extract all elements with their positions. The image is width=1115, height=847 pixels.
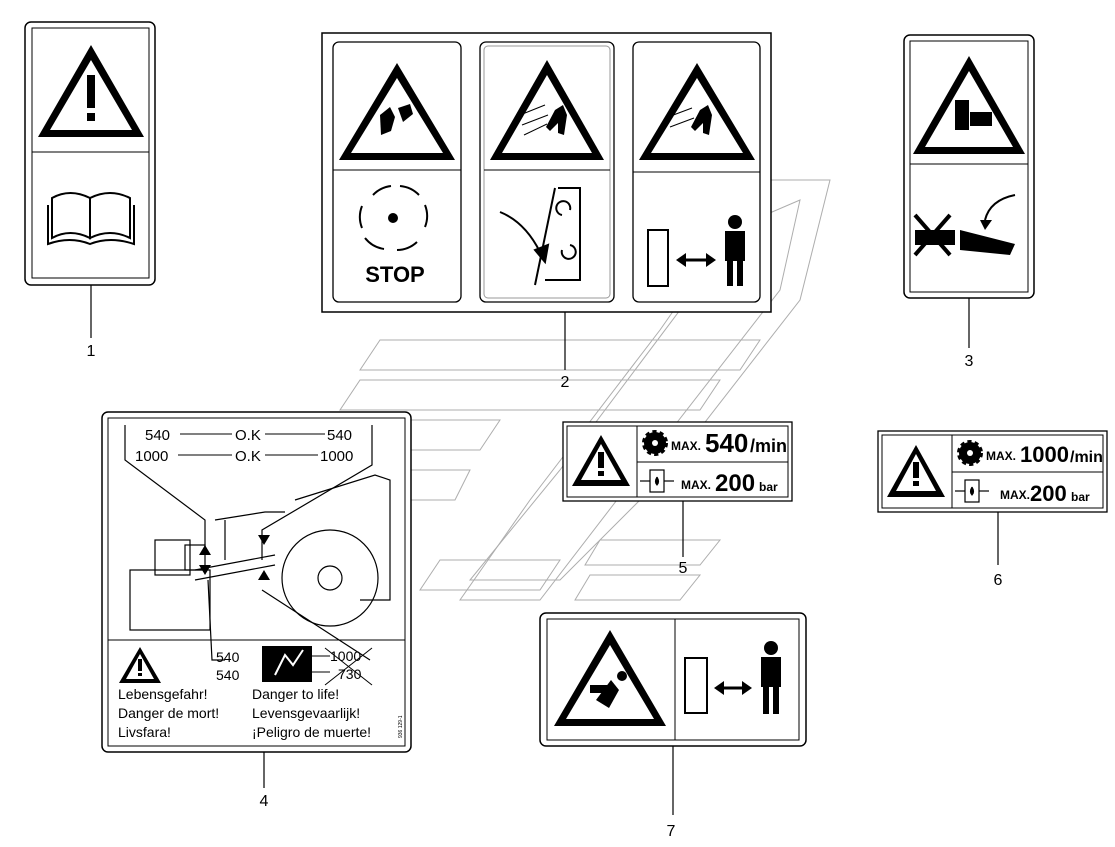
decal-4: 540 O.K 540 1000 O.K 1000 [101,411,412,810]
callout-2: 2 [561,374,570,391]
pressure-value: 200 [715,470,755,497]
pressure-value: 200 [1030,481,1067,506]
max-label: MAX. [986,449,1016,463]
max-label: MAX. [671,439,701,453]
rpm-label: 540 [216,649,240,665]
hydraulic-pressure-icon [640,469,674,493]
callout-7: 7 [667,823,676,840]
pressure-unit: bar [1071,490,1090,504]
rpm-label: 540 [327,427,352,444]
rotating-rotor-icon [358,185,429,251]
hydraulic-pressure-icon [955,479,989,503]
warning-text: Lebensgefahr! [118,686,208,702]
warning-text: ¡Peligro de muerte! [252,724,371,740]
decal-2: STOP [321,32,772,391]
callout-4: 4 [260,793,269,810]
warning-text: Danger de mort! [118,705,219,721]
tractor-pto-illustration [124,425,391,631]
callout-3: 3 [965,353,974,370]
hand-entanglement-warning-icon [339,63,455,160]
entanglement-pictogram-icon [262,646,312,682]
warning-triangle-icon [119,647,161,683]
rpm-label: 1000 [320,448,353,465]
manual-book-icon [47,192,135,246]
crushing-hand-warning-icon [913,56,1025,154]
background-watermark [339,179,831,601]
speed-value: 1000 [1020,442,1069,467]
callout-1: 1 [87,343,96,360]
safety-distance-icon [647,215,745,287]
gear-icon [642,430,668,456]
decal-6: MAX. 1000 /min MAX. 200 bar 6 [877,430,1108,589]
callout-6: 6 [994,572,1003,589]
warning-triangle-icon [38,45,144,137]
ok-label: O.K [235,427,261,444]
stop-label: STOP [365,262,425,287]
pressure-unit: bar [759,480,778,494]
rpm-label: 540 [145,427,170,444]
callout-5: 5 [679,560,688,577]
rpm-label: 1000 [135,448,168,465]
thrown-objects-warning-icon [639,63,755,160]
max-label: MAX. [681,478,711,492]
warning-triangle-icon [572,435,630,486]
decal-1: 1 [24,21,156,360]
speed-value: 540 [705,428,748,458]
safety-distance-icon [684,641,781,714]
speed-unit: /min [1070,449,1103,466]
part-code: 936 129-1 [398,715,404,738]
crossed-rpm: 1000 [330,648,361,664]
thrown-objects-warning-icon [490,60,604,160]
rpm-label: 540 [216,667,240,683]
gear-icon [957,440,983,466]
max-label: MAX. [1000,488,1030,502]
decal-5: MAX. 540 /min MAX. 200 bar 5 [562,421,793,577]
warning-text: Livsfara! [118,724,171,740]
ok-label: O.K [235,448,261,465]
warning-text: Danger to life! [252,686,339,702]
no-hands-crush-icon [913,194,1016,257]
warning-text: Levensgevaarlijk! [252,705,360,721]
decal-3: 3 [903,34,1035,370]
rotation-direction-icon [499,187,581,286]
warning-triangle-icon [887,445,945,497]
speed-unit: /min [750,436,787,456]
crushing-body-warning-icon [554,630,666,726]
decal-7: 7 [539,612,807,840]
